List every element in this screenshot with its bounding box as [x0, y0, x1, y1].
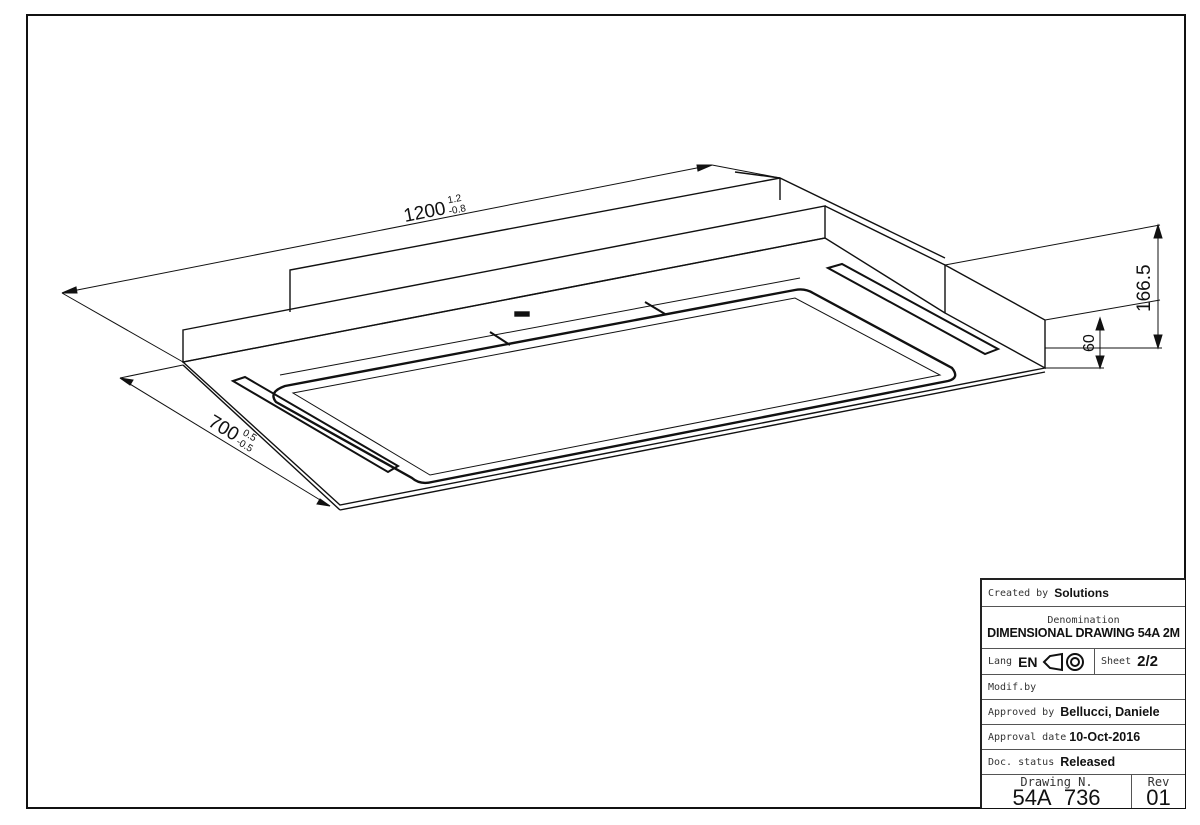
lang-label: Lang: [988, 656, 1013, 667]
doc-status-value: Released: [1060, 755, 1116, 769]
sheet-value: 2/2: [1137, 653, 1158, 670]
length-tol-plus: 1.2: [447, 193, 463, 207]
drawing-number-value: 54A_736: [1012, 784, 1101, 808]
created-by-value: Solutions: [1054, 586, 1109, 600]
glass-panel: [272, 288, 957, 485]
created-by-label: Created by: [988, 587, 1049, 599]
right-slot: [825, 262, 1001, 356]
rev-value: 01: [1146, 784, 1171, 808]
dimension-lines: [61, 164, 1163, 507]
left-slot: [230, 375, 400, 474]
approval-date-label: Approval date: [988, 731, 1067, 743]
length-value: 1200: [402, 198, 448, 227]
side-box: [944, 263, 1046, 370]
plate-front-edge: [182, 361, 1046, 506]
chimney-back-box: [289, 177, 946, 312]
hood-isometric-view: [182, 171, 1161, 511]
sheet-frame: [26, 14, 1186, 809]
depth-dimension-line: [119, 377, 331, 507]
lang-value: EN: [1018, 653, 1038, 670]
plate-height-value: 60: [1081, 334, 1098, 352]
sheet-label: Sheet: [1101, 656, 1132, 667]
length-tol-minus: -0.8: [448, 203, 467, 217]
rev-label: Rev: [1147, 775, 1170, 789]
total-height-value: 166.5: [1134, 264, 1155, 312]
approved-by-value: Bellucci, Daniele: [1060, 705, 1160, 719]
denomination-label: Denomination: [1047, 615, 1120, 626]
drawing-number-label: Drawing N.: [1020, 775, 1093, 789]
plate-back-edge: [182, 237, 946, 363]
length-dimension-line: [61, 164, 713, 294]
approval-date-value: 10-Oct-2016: [1069, 730, 1141, 744]
denomination-value: DIMENSIONAL DRAWING 54A 2M: [987, 626, 1180, 640]
approved-by-label: Approved by: [988, 706, 1055, 718]
modif-by-label: Modif.by: [988, 681, 1037, 693]
title-block: Created by Solutions Denomination DIMENS…: [980, 578, 1185, 808]
doc-status-label: Doc. status: [988, 756, 1055, 768]
projection-symbol-icon: [1042, 652, 1084, 671]
